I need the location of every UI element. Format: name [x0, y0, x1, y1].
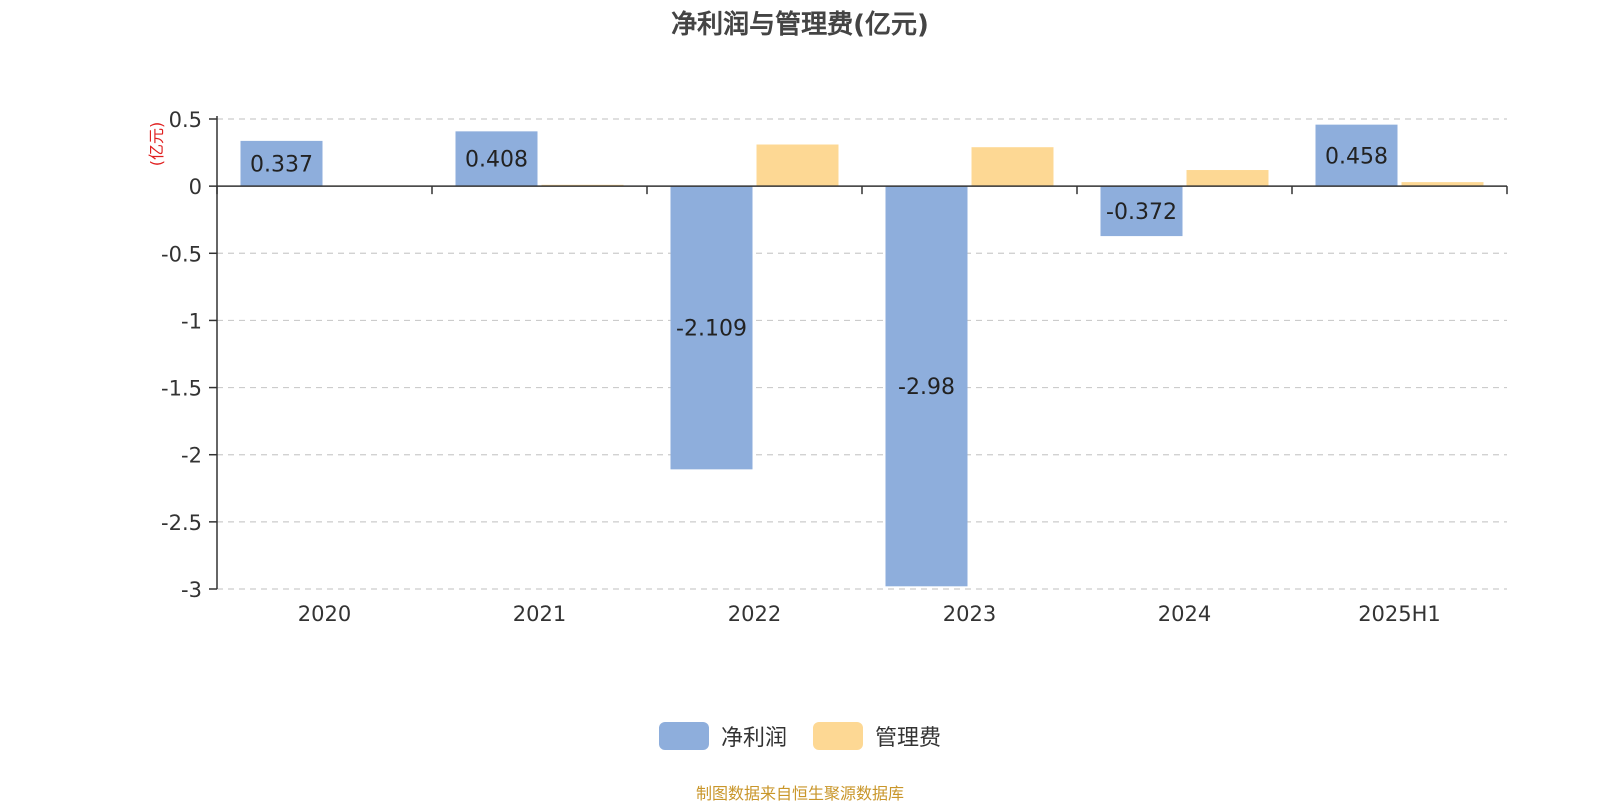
x-tick-label: 2024 — [1158, 602, 1211, 626]
data-label: -2.98 — [898, 375, 955, 400]
x-tick-label: 2021 — [513, 602, 566, 626]
y-axis-label: (亿元) — [147, 122, 166, 167]
legend-item-admin-expense[interactable]: 管理费 — [813, 720, 941, 752]
legend-label-admin-expense: 管理费 — [875, 726, 942, 751]
chart-title: 净利润与管理费(亿元) — [671, 10, 929, 40]
bar-net-profit-2021[interactable] — [455, 131, 538, 187]
bar-admin-expense-2024[interactable] — [1186, 170, 1269, 187]
data-label: 0.408 — [465, 148, 528, 173]
data-labels: 0.337 0.408 -2.109 -2.98 -0.372 0.458 — [250, 144, 1388, 400]
y-tick-label: 0.5 — [169, 108, 202, 132]
y-tick-label: -2.5 — [161, 511, 202, 535]
grid-lines — [217, 118, 1507, 590]
y-tick-label: -2 — [181, 444, 202, 468]
legend-swatch-net-profit — [658, 722, 709, 750]
bar-admin-expense-2025H1[interactable] — [1401, 182, 1484, 187]
x-tick-label: 2020 — [298, 602, 351, 626]
y-tick-label: -0.5 — [161, 242, 202, 266]
bar-net-profit-2023[interactable] — [885, 186, 968, 587]
y-tick-label: -3 — [181, 578, 202, 602]
bar-net-profit-2024[interactable] — [1100, 186, 1183, 237]
y-tick-label: -1 — [181, 309, 202, 333]
legend: 净利润 管理费 — [0, 720, 1600, 752]
y-tick-label: -1.5 — [161, 377, 202, 401]
data-label: -0.372 — [1106, 200, 1177, 225]
y-tick-label: 0 — [189, 175, 202, 199]
bar-admin-expense-2022[interactable] — [756, 144, 839, 187]
x-tick-label: 2023 — [943, 602, 996, 626]
legend-label-net-profit: 净利润 — [720, 726, 787, 751]
x-tick-label: 2022 — [728, 602, 781, 626]
bars — [240, 124, 1484, 587]
legend-swatch-admin-expense — [813, 722, 863, 750]
data-label: -2.109 — [676, 317, 747, 342]
bar-net-profit-2025H1[interactable] — [1315, 124, 1398, 187]
bar-net-profit-2020[interactable] — [240, 140, 323, 187]
bar-net-profit-2022[interactable] — [670, 186, 753, 470]
data-label: 0.458 — [1325, 144, 1388, 169]
chart-plot: 0.5 0 -0.5 -1 -1.5 -2 -2.5 -3 2020 2021 2022 2023 20… — [147, 108, 1508, 626]
bar-admin-expense-2023[interactable] — [971, 147, 1054, 187]
source-note: 制图数据来自恒生聚源数据库 — [695, 784, 904, 803]
legend-item-net-profit[interactable]: 净利润 — [658, 720, 787, 752]
axes: 0.5 0 -0.5 -1 -1.5 -2 -2.5 -3 2020 2021 2022 2023 20… — [161, 108, 1508, 626]
x-tick-label: 2025H1 — [1358, 602, 1441, 626]
data-label: 0.337 — [250, 153, 313, 178]
